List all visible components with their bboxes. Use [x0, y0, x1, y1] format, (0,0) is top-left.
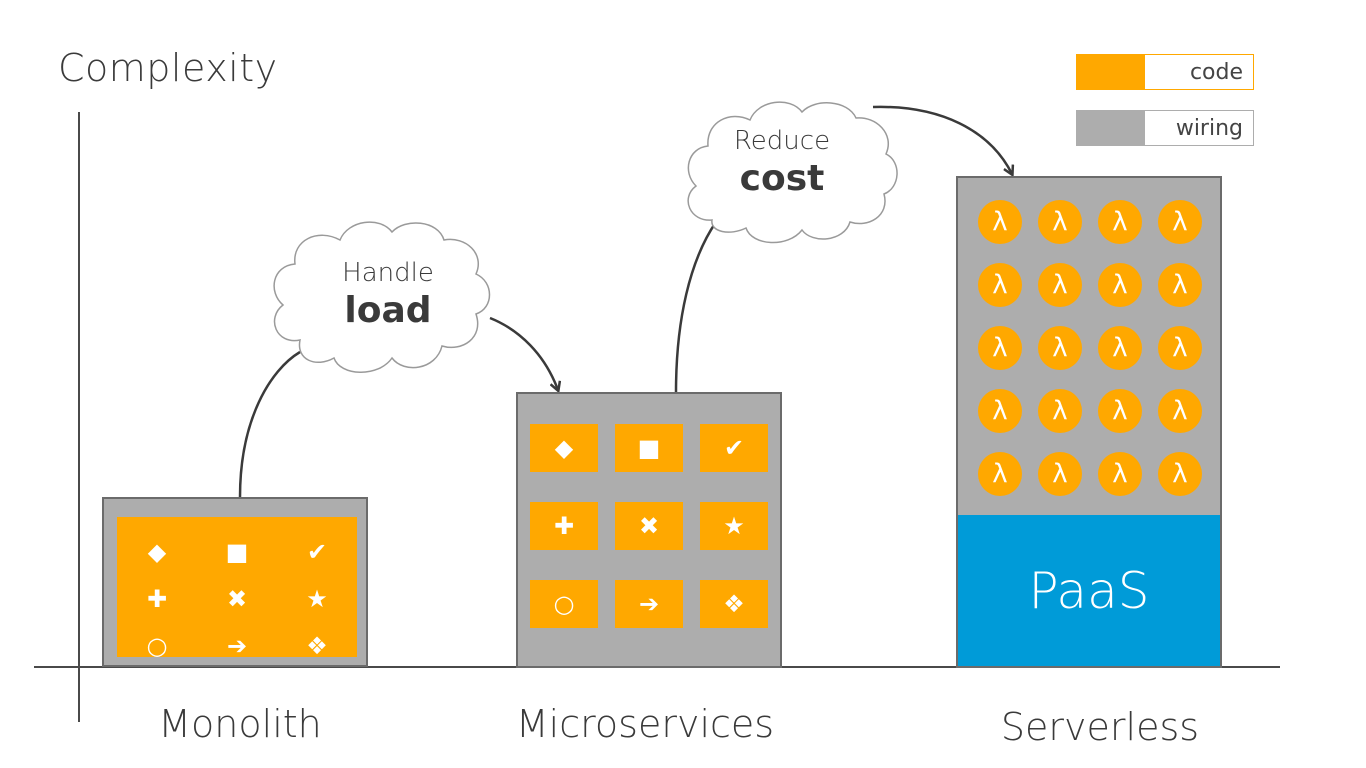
legend: code wiring	[1076, 54, 1254, 146]
four-diamonds-icon: ❖	[723, 590, 745, 618]
cloud-line2: cost	[739, 158, 825, 199]
service-tile: ➔	[615, 580, 683, 628]
monolith-code-panel: ◆ ■ ✔ ✚ ✖ ★ ○ ➔ ❖	[117, 517, 357, 660]
lambda-function-icon: λ	[1038, 389, 1082, 433]
service-tile: ◆	[530, 424, 598, 472]
circle-icon: ○	[146, 631, 168, 660]
service-tile: ■	[615, 424, 683, 472]
category-label-serverless: Serverless	[1000, 705, 1200, 749]
lambda-function-icon: λ	[1098, 200, 1142, 244]
cloud-line2: load	[344, 290, 432, 331]
lambda-function-icon: λ	[1158, 263, 1202, 307]
star-icon: ★	[723, 512, 745, 540]
category-label-microservices: Microservices	[515, 702, 775, 746]
service-tile: ❖	[700, 580, 768, 628]
legend-swatch-wiring	[1077, 111, 1145, 145]
connector-monolith-to-cloud	[238, 350, 301, 498]
diamond-icon: ◆	[147, 538, 167, 567]
lambda-function-icon: λ	[1098, 326, 1142, 370]
lambda-function-icon: λ	[1038, 326, 1082, 370]
service-tile: ✔	[700, 424, 768, 472]
lambda-function-icon: λ	[978, 452, 1022, 496]
service-tile: ✚	[530, 502, 598, 550]
lambda-function-icon: λ	[1038, 452, 1082, 496]
square-icon: ■	[637, 434, 661, 462]
star-icon: ★	[306, 584, 328, 613]
cross-icon: ✖	[638, 512, 660, 540]
legend-swatch-code	[1077, 55, 1145, 89]
cloud-handle-load-text: Handle load	[318, 258, 458, 331]
category-label-monolith: Monolith	[158, 702, 322, 746]
check-icon: ✔	[306, 538, 328, 567]
lambda-function-icon: λ	[1158, 326, 1202, 370]
monolith-icon-grid: ◆ ■ ✔ ✚ ✖ ★ ○ ➔ ❖	[117, 517, 357, 681]
lambda-function-icon: λ	[1158, 200, 1202, 244]
cloud-line1: Reduce	[733, 126, 831, 156]
lambda-function-icon: λ	[1158, 452, 1202, 496]
service-tile: ○	[530, 580, 598, 628]
legend-label-code: code	[1145, 55, 1253, 89]
four-diamonds-icon: ❖	[306, 631, 328, 660]
plus-icon: ✚	[553, 512, 575, 540]
lambda-function-icon: λ	[978, 326, 1022, 370]
check-icon: ✔	[723, 434, 745, 462]
plus-icon: ✚	[146, 584, 168, 613]
cloud-reduce-cost-text: Reduce cost	[712, 126, 852, 199]
arrow-to-microservices	[489, 316, 558, 390]
connector-microservices-to-cloud	[674, 221, 718, 393]
lambda-function-icon: λ	[1158, 389, 1202, 433]
lambda-function-icon: λ	[1038, 263, 1082, 307]
lambda-function-icon: λ	[1098, 263, 1142, 307]
paas-block: PaaS	[958, 515, 1220, 666]
square-icon: ■	[225, 538, 249, 567]
lambda-function-icon: λ	[978, 389, 1022, 433]
lambda-function-icon: λ	[1038, 200, 1082, 244]
service-tile: ✖	[615, 502, 683, 550]
microservices-icon-grid: ◆ ■ ✔ ✚ ✖ ★ ○ ➔ ❖	[530, 424, 770, 628]
lambda-function-icon: λ	[978, 200, 1022, 244]
arrow-right-icon: ➔	[226, 631, 248, 660]
lambda-function-icon: λ	[1098, 452, 1142, 496]
service-tile: ★	[700, 502, 768, 550]
monolith-stack: ◆ ■ ✔ ✚ ✖ ★ ○ ➔ ❖	[102, 497, 368, 667]
lambda-function-icon: λ	[978, 263, 1022, 307]
arrow-right-icon: ➔	[638, 590, 660, 618]
legend-item-wiring: wiring	[1076, 110, 1254, 146]
y-axis-title: Complexity	[58, 46, 278, 90]
legend-label-wiring: wiring	[1145, 111, 1253, 145]
diamond-icon: ◆	[554, 434, 574, 462]
legend-item-code: code	[1076, 54, 1254, 90]
arrow-to-serverless	[872, 105, 1012, 174]
cross-icon: ✖	[226, 584, 248, 613]
lambda-function-icon: λ	[1098, 389, 1142, 433]
circle-icon: ○	[553, 590, 575, 618]
microservices-stack: ◆ ■ ✔ ✚ ✖ ★ ○ ➔ ❖	[516, 392, 782, 668]
cloud-line1: Handle	[342, 258, 434, 288]
